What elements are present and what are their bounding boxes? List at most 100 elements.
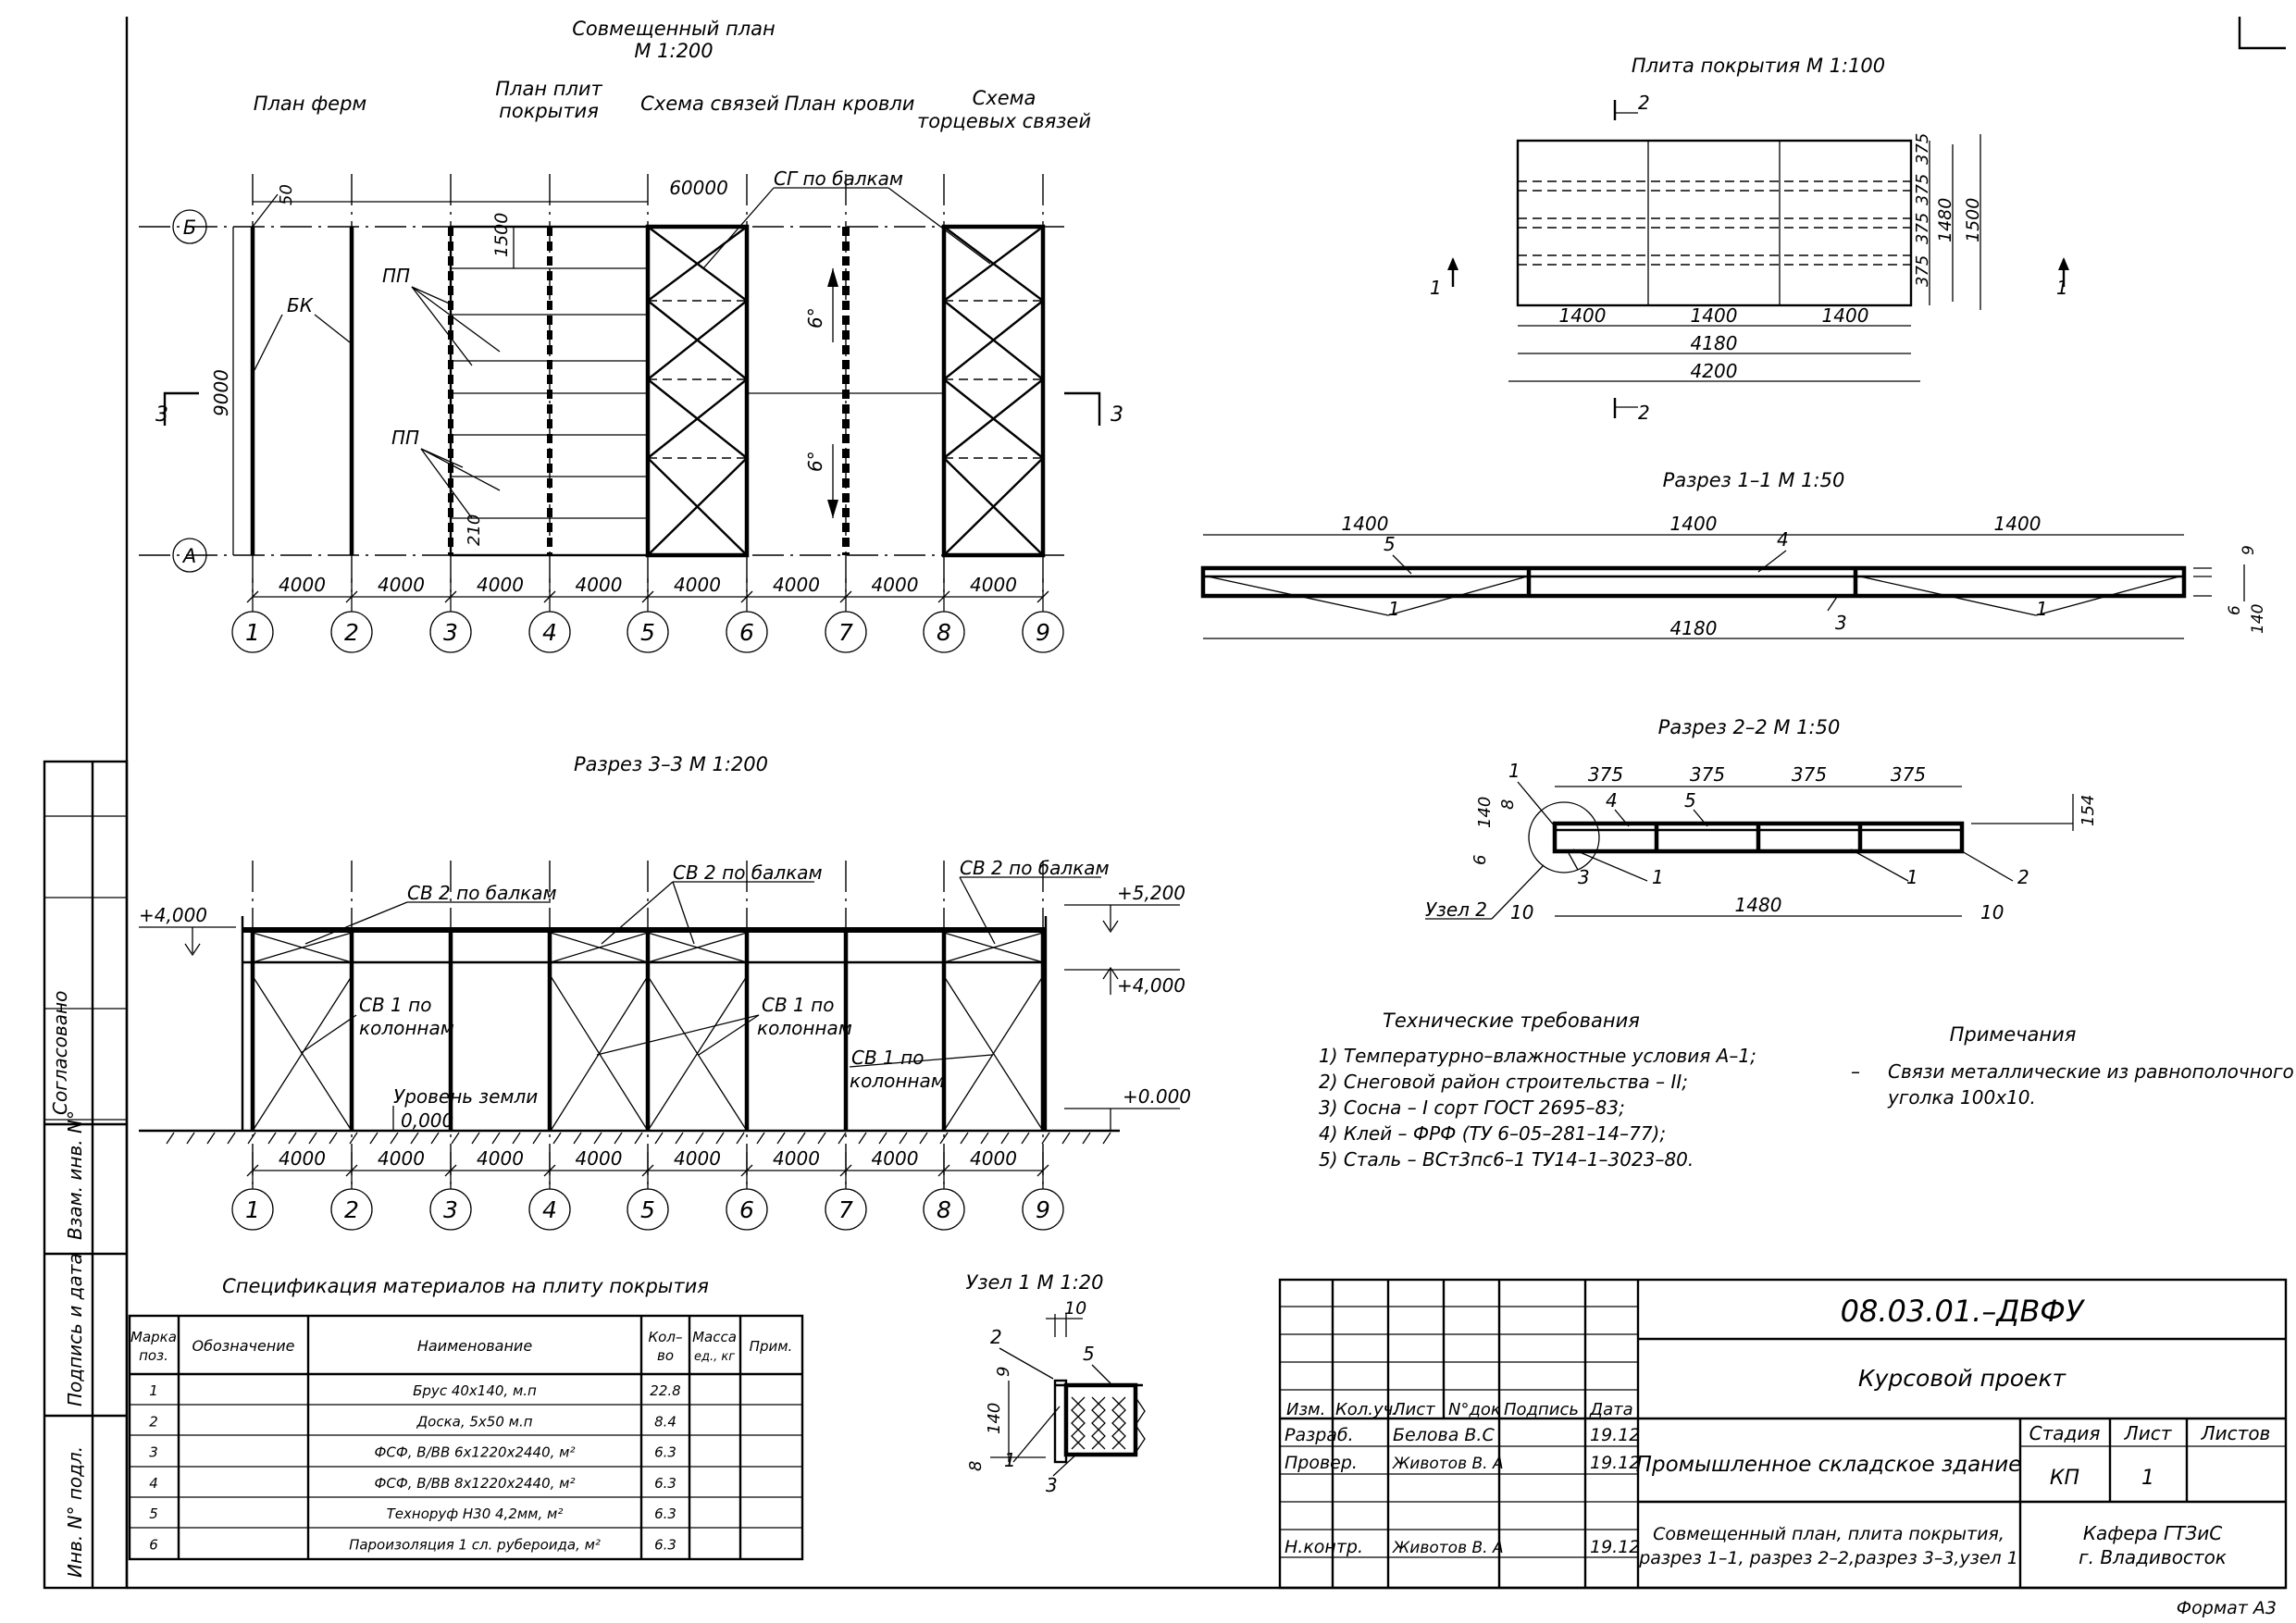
- spec-row-qty: 8.4: [654, 1413, 676, 1430]
- s33-sv1-a1: СВ 1 по: [359, 994, 431, 1016]
- s33-axis-label: 6: [739, 1196, 754, 1223]
- plan-axis-bubble: [231, 611, 274, 653]
- s33-span-dim: 4000: [576, 1147, 623, 1170]
- spec-h-qty2: во: [657, 1347, 674, 1364]
- stamp-razrab-name: Белова В.С: [1393, 1425, 1495, 1445]
- s33-sv1-b1: СВ 1 по: [762, 994, 834, 1016]
- side-vzam: Взам. инв. N°: [64, 1110, 86, 1240]
- label-dim-9000: 9000: [210, 369, 232, 416]
- node1-d10: 10: [1064, 1298, 1086, 1319]
- s11-top-1: 1400: [1342, 513, 1389, 535]
- stamp-razrab-date: 19.12: [1590, 1425, 1640, 1445]
- s22-1480: 1480: [1735, 894, 1782, 916]
- node1-title: Узел 1 М 1:20: [966, 1271, 1104, 1294]
- section-1-1: Разрез 1–1 М 1:50 1400 1400 1400 4180 5 …: [1200, 469, 2267, 639]
- stamp-prover-name: Животов В. А: [1392, 1455, 1504, 1473]
- label-dim-210: 210: [465, 514, 484, 546]
- s33-title: Разрез 3–3 М 1:200: [574, 753, 768, 775]
- s11-d9: 9: [2240, 545, 2258, 555]
- stamp-code: 08.03.01.–ДВФУ: [1841, 1294, 2086, 1329]
- s22-pos-3: 3: [1578, 866, 1590, 888]
- spec-row-pos: 4: [149, 1475, 158, 1492]
- s11-title: Разрез 1–1 М 1:50: [1663, 469, 1845, 491]
- s22-d140: 140: [1475, 797, 1495, 828]
- combined-plan: Совмещенный план М 1:200 План ферм План …: [139, 18, 1123, 653]
- plan-span-dim: 4000: [970, 574, 1017, 596]
- tech-title: Технические требования: [1383, 1010, 1640, 1032]
- s22-top-2: 375: [1690, 763, 1725, 786]
- spec-row-pos: 6: [149, 1537, 158, 1554]
- s22-pos-1c: 1: [1906, 866, 1918, 888]
- spec-h-mark2: поз.: [139, 1347, 168, 1364]
- stamp-sheet: 1: [2141, 1467, 2154, 1490]
- spec-row-name: Брус 40х140, м.п: [413, 1382, 537, 1399]
- node1-d9: 9: [994, 1367, 1013, 1377]
- stamp-col-kol: Кол.уч.: [1335, 1400, 1398, 1419]
- stamp-building: Промышленное складское здание: [1636, 1453, 2022, 1477]
- plan-span-dim: 4000: [576, 574, 623, 596]
- title-block: 08.03.01.–ДВФУ Курсовой проект Изм. Кол.…: [1278, 1278, 2288, 1618]
- spec-h-name: Наименование: [417, 1337, 532, 1355]
- s11-pos-5: 5: [1384, 533, 1396, 555]
- s33-axis-bubble: [330, 1188, 373, 1231]
- s33-axis-bubble: [528, 1188, 571, 1231]
- node-1: Узел 1 М 1:20 10 9 140 8 2 5 1 3: [966, 1271, 1146, 1496]
- plan-axis-bubble: [1022, 611, 1064, 653]
- plan-slabs-title: План плит: [495, 78, 602, 100]
- stamp-sheet-h: Лист: [2124, 1422, 2173, 1444]
- s33-axis-label: 7: [838, 1196, 853, 1223]
- plate-view: Плита покрытия М 1:100 1400 1400 1400 41…: [1430, 55, 2069, 424]
- s33-axis-bubble: [231, 1188, 274, 1231]
- plan-bracing-title: Схема связей: [640, 93, 779, 115]
- side-stamp: Согласовано Взам. инв. N° Подпись и дата…: [43, 760, 129, 1590]
- plan-slabs-title-2: покрытия: [499, 100, 599, 122]
- s33-span-dim: 4000: [773, 1147, 820, 1170]
- s33-sv2-3: СВ 2 по балкам: [960, 857, 1110, 879]
- node1-pos-5: 5: [1083, 1343, 1095, 1365]
- s22-d8: 8: [1498, 799, 1518, 810]
- plate-1500: 1500: [1963, 198, 1983, 242]
- stamp-prover-date: 19.12: [1590, 1453, 1640, 1473]
- s22-title: Разрез 2–2 М 1:50: [1658, 716, 1841, 738]
- plan-end-bracing-title-2: торцевых связей: [917, 110, 1091, 132]
- notes: Примечания – Связи металлические из равн…: [1851, 1023, 2294, 1109]
- s22-d154: 154: [2079, 795, 2098, 826]
- spec-h-mass2: ед., кг: [694, 1350, 735, 1364]
- node1-d8: 8: [966, 1461, 986, 1471]
- plate-1480: 1480: [1935, 198, 1955, 242]
- spec-h-designation: Обозначение: [192, 1337, 294, 1355]
- tech-item-1: 1) Температурно–влажностные условия А–1;: [1319, 1045, 1756, 1067]
- s33-axis-bubble: [726, 1188, 768, 1231]
- s33-span-dim: 4000: [477, 1147, 524, 1170]
- section-2-2: Разрез 2–2 М 1:50 375 375 375 375 1480 1…: [1425, 716, 2098, 923]
- spec-row-pos: 2: [149, 1413, 158, 1430]
- plan-span-dim: 4000: [477, 574, 524, 596]
- stamp-format: Формат А3: [2177, 1598, 2277, 1618]
- spec-h-qty1: Кол–: [649, 1329, 683, 1345]
- notes-line-2: уголка 100х10.: [1887, 1086, 2036, 1109]
- s11-top-2: 1400: [1670, 513, 1718, 535]
- plate-title: Плита покрытия М 1:100: [1632, 55, 1885, 77]
- spec-row-qty: 22.8: [650, 1382, 680, 1399]
- s22-10b: 10: [1980, 901, 2004, 923]
- plan-end-bracing-title: Схема: [973, 87, 1036, 109]
- plate-r4: 375: [1913, 255, 1932, 287]
- stamp-col-izm: Изм.: [1286, 1400, 1325, 1419]
- s33-axis-label: 1: [245, 1196, 260, 1223]
- slope-2: 6°: [804, 451, 826, 472]
- label-dim-1500: 1500: [491, 213, 512, 257]
- stamp-nkontr-name: Животов В. А: [1392, 1539, 1504, 1557]
- label-pp-1: ПП: [382, 265, 410, 287]
- s11-pos-1a: 1: [1388, 598, 1400, 620]
- notes-dash: –: [1851, 1060, 1860, 1083]
- s22-top-3: 375: [1792, 763, 1827, 786]
- s33-sv1-a2: колоннам: [359, 1017, 454, 1039]
- stamp-sheets-h: Листов: [2201, 1422, 2271, 1444]
- s33-sv1-b2: колоннам: [757, 1017, 852, 1039]
- spec-h-mark1: Марка: [130, 1329, 177, 1345]
- plate-cut1-left: 1: [1430, 277, 1442, 299]
- s33-axis-label: 2: [344, 1196, 359, 1223]
- s22-pos-1b: 1: [1652, 866, 1664, 888]
- stamp-content-1: Совмещенный план, плита покрытия,: [1653, 1524, 2004, 1544]
